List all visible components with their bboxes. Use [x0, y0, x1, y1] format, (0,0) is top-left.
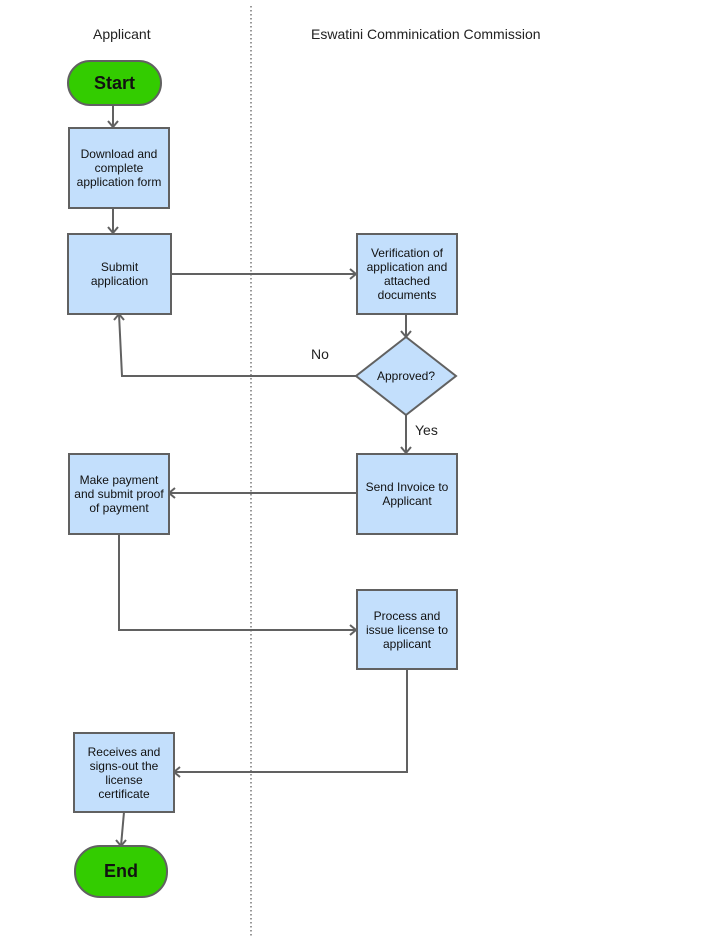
- receives-certificate-box: Receives and signs-out the license certi…: [73, 732, 175, 813]
- edge-receives-end: [120, 811, 125, 847]
- make-payment-box: Make payment and submit proof of payment: [68, 453, 170, 535]
- lane-title-commission: Eswatini Comminication Commission: [311, 26, 541, 42]
- download-form-box: Download and complete application form: [68, 127, 170, 209]
- verification-box: Verification of application and attached…: [356, 233, 458, 315]
- send-invoice-box: Send Invoice to Applicant: [356, 453, 458, 535]
- end-terminal: End: [74, 845, 168, 898]
- process-license-box: Process and issue license to applicant: [356, 589, 458, 670]
- edge-approved-no: [118, 313, 356, 377]
- approved-label: Approved?: [376, 369, 436, 383]
- no-label: No: [311, 346, 329, 362]
- submit-application-box: Submit application: [67, 233, 172, 315]
- yes-label: Yes: [415, 422, 438, 438]
- lane-title-applicant: Applicant: [93, 26, 151, 42]
- start-terminal: Start: [67, 60, 162, 106]
- edge-process-receives: [174, 669, 408, 773]
- edge-payment-process: [118, 533, 356, 631]
- approved-diamond: [354, 335, 458, 417]
